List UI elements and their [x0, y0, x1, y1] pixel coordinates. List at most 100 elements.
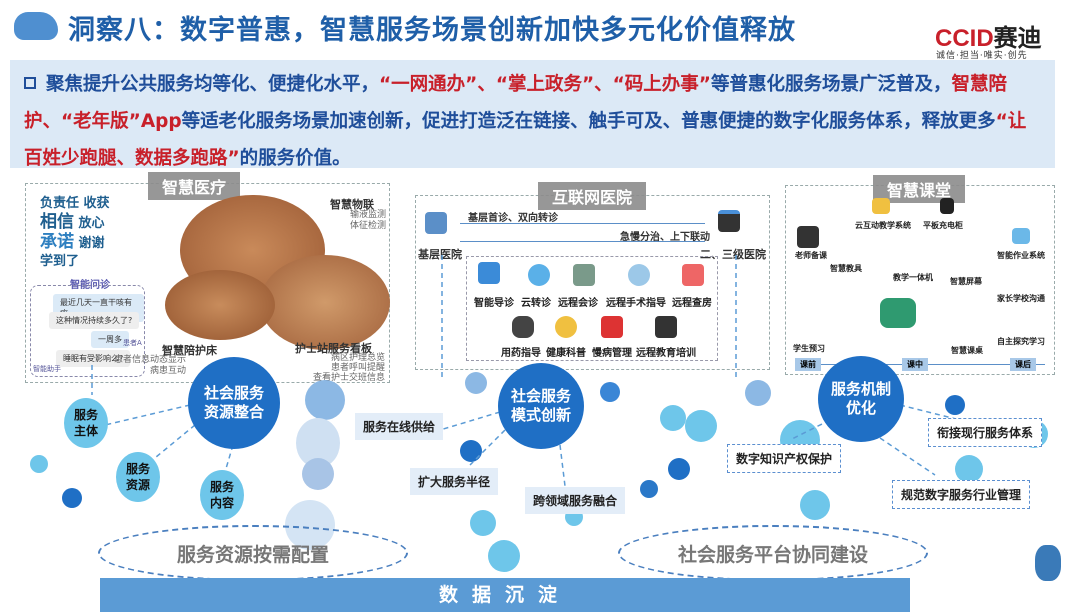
classroom-label: 学生预习 — [793, 344, 825, 353]
tablet-cabinet-icon — [940, 198, 954, 214]
data-accumulation-bar: 数据沉淀 — [100, 578, 910, 612]
education-icon — [655, 316, 677, 338]
logo-tagline: 诚信·担当·唯实·创先 — [936, 51, 1028, 61]
cloud-logo-icon — [14, 12, 58, 40]
forward-label: 基层首诊、双向转诊 — [468, 213, 558, 224]
ellipse-on-demand: 服务资源按需配置 — [98, 525, 408, 581]
phase-before: 课前 — [795, 358, 821, 371]
decor-dot — [62, 488, 82, 508]
decor-dot — [660, 405, 686, 431]
decor-dot — [600, 382, 620, 402]
bullet-square-icon — [24, 77, 36, 89]
word-cloud: 负责任 收获相信 放心承诺 谢谢学到了 — [40, 196, 110, 269]
sub-service-resource: 服务资源 — [116, 452, 160, 502]
intro-highlight: “一网通办”、“掌上政务”、“码上办事” — [379, 74, 711, 95]
classroom-label: 教学一体机 — [893, 273, 933, 282]
bot-label: 智能助手 — [33, 365, 61, 373]
classroom-label: 智慧课桌 — [951, 346, 983, 355]
ward-round-icon — [682, 264, 704, 286]
intro-highlight: 智慧陪护、“老年版”App — [24, 74, 1008, 132]
hub-resource-integration: 社会服务资源整合 — [188, 357, 280, 449]
decor-dot — [30, 455, 48, 473]
phase-after: 课后 — [1010, 358, 1036, 371]
chat-bubble: 睡眠有受影响么? — [56, 350, 131, 367]
label-cross-domain: 跨领域服务融合 — [525, 487, 626, 514]
label-regulate-industry: 规范数字服务行业管理 — [892, 480, 1031, 509]
nurse-station-image — [260, 255, 390, 350]
page-title: 洞察八：数字普惠，智慧服务场景创新加快多元化价值释放 — [68, 15, 796, 46]
ccid-logo: CCID赛迪 — [935, 25, 1042, 52]
services-box — [466, 256, 718, 361]
service-label: 智能导诊 — [474, 298, 514, 309]
consultation-icon — [573, 264, 595, 286]
service-label: 云转诊 — [521, 298, 551, 309]
primary-hospital-label: 基层医院 — [418, 248, 462, 261]
decor-dot — [302, 458, 334, 490]
classroom-label: 云互动教学系统 — [855, 221, 911, 230]
classroom-label: 平板充电柜 — [923, 221, 963, 230]
medication-icon — [512, 316, 534, 338]
service-label: 远程手术指导 — [606, 298, 666, 309]
label-connect-system: 衔接现行服务体系 — [928, 418, 1043, 447]
decor-dot — [685, 410, 717, 442]
smart-medical-title: 智慧医疗 — [148, 172, 241, 200]
nurse-board-items: 病区护理总览患者呼叫提醒查看护士交班信息 — [313, 353, 386, 383]
teacher-icon — [797, 226, 819, 248]
service-label: 远程会诊 — [558, 298, 598, 309]
decor-dot — [955, 455, 983, 483]
classroom-label: 智慧教具 — [830, 264, 862, 273]
service-label: 健康科普 — [546, 348, 586, 359]
classroom-label: 老师备课 — [795, 251, 827, 260]
intro-text: 聚焦提升公共服务均等化、便捷化水平， — [46, 74, 380, 95]
decor-dot — [668, 458, 690, 480]
chat-panel: 最近几天一直干咳有痰 这种情况持续多久了? 一周多 睡眠有受影响么? 患者A 智… — [30, 285, 145, 377]
patient-label: 患者A — [123, 339, 142, 347]
intro-text: 等普惠化服务场景广泛普及， — [710, 74, 952, 95]
hub-mechanism-optimization: 服务机制优化 — [818, 356, 904, 442]
back-label: 急慢分治、上下联动 — [620, 232, 710, 243]
label-online-supply: 服务在线供给 — [355, 413, 444, 440]
decor-dot — [465, 372, 487, 394]
tertiary-hospital-label: 二、三级医院 — [700, 248, 766, 261]
decor-dot — [800, 490, 830, 520]
hub-mode-innovation: 社会服务模式创新 — [498, 363, 584, 449]
iot-label: 智慧物联 — [330, 198, 374, 211]
cloud-corner-icon — [1035, 545, 1061, 581]
intro-highlight: “让百姓少跑腿、数据多跑路” — [24, 111, 1027, 169]
label-expand-radius: 扩大服务半径 — [410, 468, 499, 495]
internet-hospital-title: 互联网医院 — [538, 182, 647, 210]
decor-dot — [460, 440, 482, 462]
care-bed-image — [165, 270, 275, 340]
sub-service-subject: 服务主体 — [64, 398, 108, 448]
classroom-label: 家长学校沟通 — [997, 294, 1045, 303]
decor-dot — [945, 395, 965, 415]
intro-box: 聚焦提升公共服务均等化、便捷化水平，“一网通办”、“掌上政务”、“码上办事”等普… — [10, 60, 1055, 169]
service-label: 用药指导 — [501, 348, 541, 359]
decor-dot — [305, 380, 345, 420]
surgery-icon — [628, 264, 650, 286]
decor-dot — [640, 480, 658, 498]
phase-during: 课中 — [902, 358, 928, 371]
chat-bubble: 这种情况持续多久了? — [49, 312, 140, 329]
classroom-label: 智能作业系统 — [997, 251, 1045, 260]
care-bed-items: 患者信息动态显示病患互动 — [113, 355, 186, 376]
referral-icon — [528, 264, 550, 286]
guide-icon — [478, 262, 500, 284]
service-label: 远程教育培训 — [636, 348, 696, 359]
hospital-house-icon — [718, 210, 740, 232]
classroom-label: 智慧屏幕 — [950, 277, 982, 286]
forward-arrow — [460, 223, 705, 224]
chronic-care-icon — [601, 316, 623, 338]
nurse-board-label: 护士站服务看板 — [295, 342, 372, 355]
intro-text: 的服务价值。 — [239, 148, 351, 169]
chat-bubble: 一周多 — [91, 331, 129, 348]
clinic-building-icon — [425, 212, 447, 234]
label-ip-protection: 数字知识产权保护 — [727, 444, 842, 473]
decor-dot — [745, 380, 771, 406]
service-label: 远程查房 — [672, 298, 712, 309]
sub-service-content: 服务内容 — [200, 470, 244, 520]
care-bed-label: 智慧陪护床 — [162, 344, 217, 357]
service-label: 慢病管理 — [592, 348, 632, 359]
decor-dot — [470, 510, 496, 536]
